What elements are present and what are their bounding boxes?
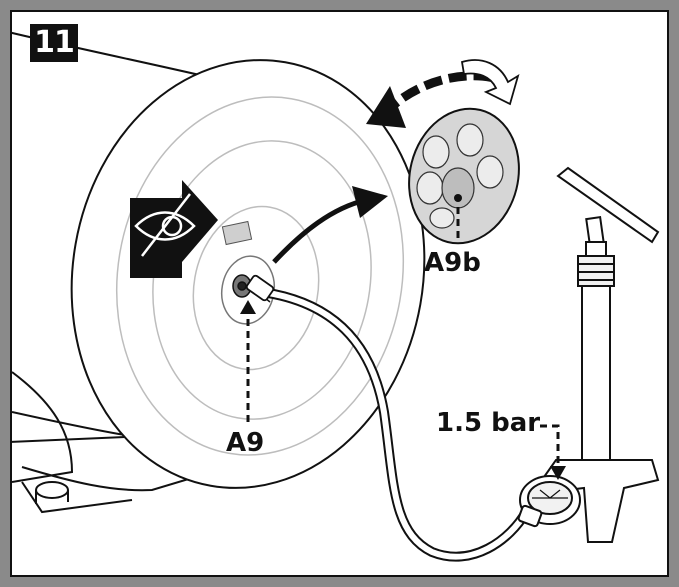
callout-valve-label: A9: [226, 428, 265, 458]
valve-cap[interactable]: [395, 97, 533, 255]
counter-clockwise-arrow-icon: [366, 59, 520, 128]
leader-lines: [246, 206, 560, 470]
air-hose: [245, 274, 531, 562]
floor-pump[interactable]: [517, 166, 660, 543]
callout-pressure-label: 1.5 bar: [436, 408, 541, 438]
callout-valve-cap-label: A9b: [424, 248, 481, 278]
leader-arrowheads: [240, 194, 566, 480]
instruction-panel: 11 A9 A9b 1.5 bar: [10, 10, 669, 577]
leader-pressure: [540, 424, 560, 470]
step-number-badge: 11: [30, 24, 78, 62]
inspect-eye-icon: [130, 180, 218, 278]
curved-arrow-icon: [272, 186, 388, 264]
tire-inflation-illustration: [12, 31, 660, 562]
wheel: [70, 59, 426, 489]
